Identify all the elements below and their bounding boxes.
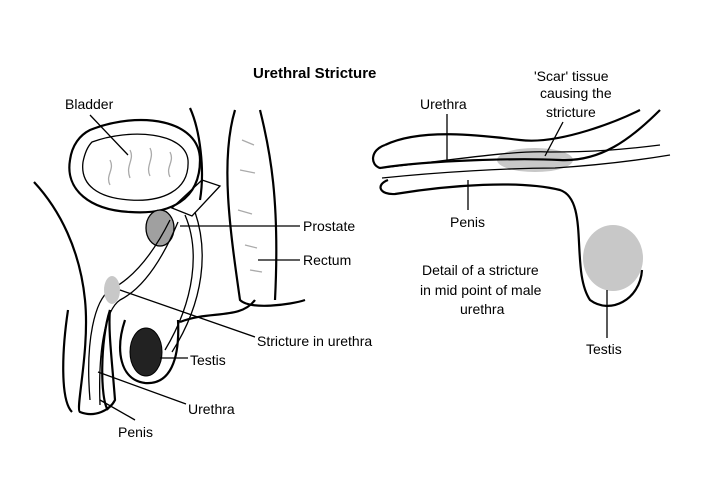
bladder-shape xyxy=(68,118,202,214)
label-scar-2: causing the xyxy=(540,85,612,101)
penis-upper xyxy=(372,109,661,170)
penis-lower xyxy=(379,178,644,307)
label-testis-right: Testis xyxy=(586,341,622,357)
rectum-outline xyxy=(226,109,306,307)
label-urethra: Urethra xyxy=(188,401,235,417)
urethra-lower xyxy=(381,154,671,179)
urethra-upper xyxy=(379,144,661,169)
ureter xyxy=(188,107,204,201)
leader-lines xyxy=(89,114,300,421)
body-outline xyxy=(33,181,117,416)
label-penis-right: Penis xyxy=(450,214,485,230)
diagram-title: Urethral Stricture xyxy=(253,65,376,82)
perineum-outline xyxy=(179,299,256,324)
penis-top xyxy=(384,109,641,146)
stricture-mark xyxy=(104,276,120,304)
label-scar-1: 'Scar' tissue xyxy=(534,68,609,84)
scrotum xyxy=(119,319,180,385)
seminal-vesicle xyxy=(170,179,222,217)
rectum-folds xyxy=(237,139,263,273)
bladder-inner xyxy=(82,133,189,201)
testis-shape-right xyxy=(583,225,643,291)
prostate-shape xyxy=(145,209,175,247)
label-testis: Testis xyxy=(190,352,226,368)
label-urethra-right: Urethra xyxy=(420,96,467,112)
label-prostate: Prostate xyxy=(303,218,355,234)
leader-lines-right xyxy=(446,114,608,338)
label-penis: Penis xyxy=(118,424,153,440)
label-rectum: Rectum xyxy=(303,252,351,268)
label-stricture: Stricture in urethra xyxy=(257,333,372,349)
caption-line-1: Detail of a stricture xyxy=(422,262,539,278)
caption-line-3: urethra xyxy=(460,301,505,317)
label-scar-3: stricture xyxy=(546,104,596,120)
right-anatomy: Urethra 'Scar' tissue causing the strict… xyxy=(372,68,671,357)
label-bladder: Bladder xyxy=(65,96,114,112)
testis-shape xyxy=(129,327,163,377)
left-anatomy: Bladder Prostate Rectum Stricture in ure… xyxy=(33,96,372,440)
bladder-folds xyxy=(107,147,173,186)
caption-line-2: in mid point of male xyxy=(420,282,542,298)
